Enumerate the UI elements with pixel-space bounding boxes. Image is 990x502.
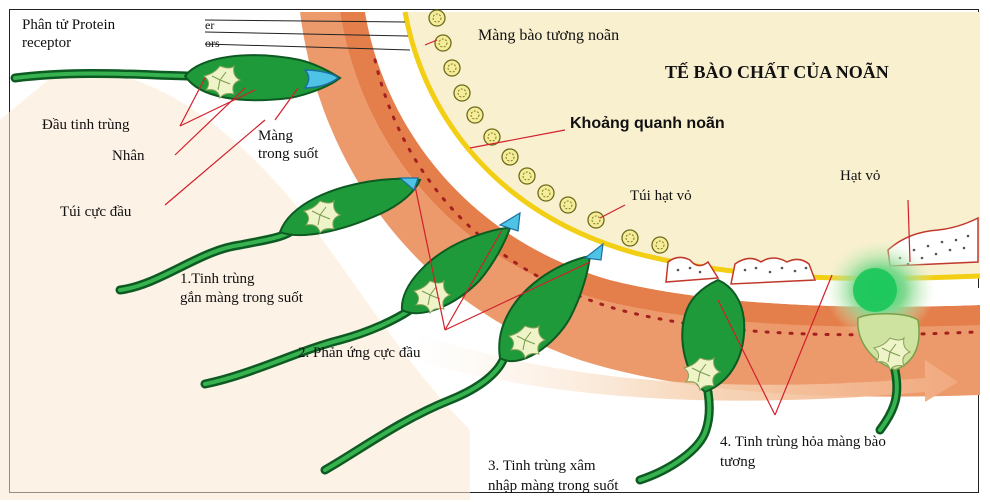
label-protein-receptor-1: Phân tử Protein xyxy=(22,17,116,33)
label-step3-line2: nhập màng trong suốt xyxy=(488,478,619,494)
label-plasma-membrane: Màng bào tương noãn xyxy=(478,27,619,44)
label-step1-line2: gắn màng trong suốt xyxy=(180,290,304,306)
label-sperm-head: Đầu tinh trùng xyxy=(42,117,130,133)
label-cytoplasm-title: TẾ BÀO CHẤT CỦA NOÃN xyxy=(665,61,889,82)
label-step4-line2: tương xyxy=(720,454,756,470)
label-step2: 2. Phản ứng cực đầu xyxy=(298,345,421,361)
label-step1-line1: 1.Tinh trùng xyxy=(180,271,255,287)
label-zona-1: Màng xyxy=(258,128,293,144)
label-cut-off-1: er xyxy=(205,18,214,32)
label-perivitelline-space: Khoảng quanh noãn xyxy=(570,115,725,132)
label-nucleus: Nhân xyxy=(112,148,145,164)
label-cortical-vesicle: Túi hạt vỏ xyxy=(630,188,692,204)
label-zona-2: trong suốt xyxy=(258,146,319,162)
label-acrosome: Túi cực đầu xyxy=(60,204,132,220)
label-protein-receptor-2: receptor xyxy=(22,35,71,51)
label-step3-line1: 3. Tinh trùng xâm xyxy=(488,458,596,474)
label-cut-off-2: ors xyxy=(205,36,220,50)
label-cortical-granule: Hạt vỏ xyxy=(840,168,880,184)
label-step4-line1: 4. Tinh trùng hỏa màng bào xyxy=(720,434,886,450)
